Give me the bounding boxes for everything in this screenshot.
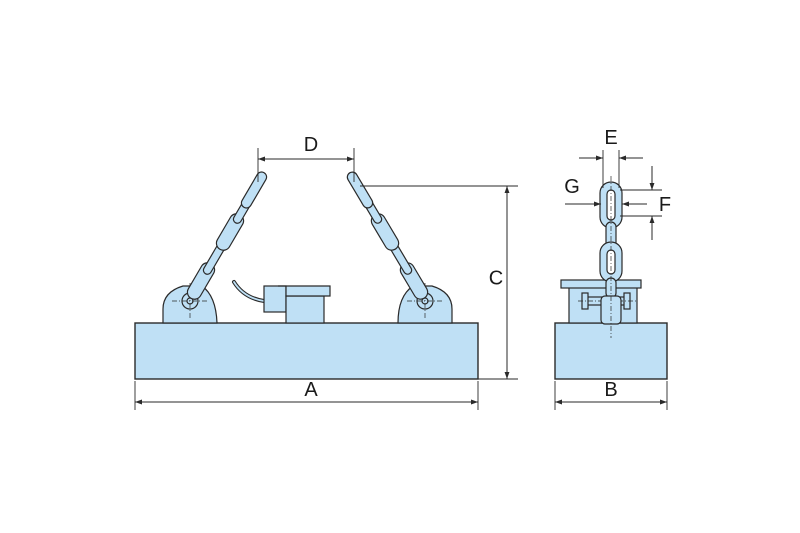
power-cable <box>233 281 265 302</box>
junction-box-base <box>285 295 325 324</box>
dim-f-label: F <box>659 194 671 216</box>
right-chain-link <box>346 171 374 209</box>
dim-d-label: D <box>304 134 318 156</box>
dim-a-label: A <box>304 379 318 401</box>
dim-e-label: E <box>604 127 617 149</box>
front-view: D C A <box>134 134 518 410</box>
junction-box-lid <box>278 285 331 297</box>
junction-box-front <box>263 285 287 313</box>
power-cable-outline <box>232 280 266 303</box>
dim-g-label: G <box>564 176 580 198</box>
side-view: E G F B <box>554 127 671 410</box>
side-top-cap <box>560 279 642 289</box>
magnet-body-front <box>134 322 479 380</box>
magnet-body-side <box>554 322 668 380</box>
right-chain <box>346 171 429 300</box>
left-chain-link <box>240 171 268 209</box>
left-chain <box>186 171 268 300</box>
dim-c-label: C <box>489 267 503 289</box>
side-chain-link-top-hole <box>606 189 616 221</box>
dim-b-label: B <box>604 379 617 401</box>
